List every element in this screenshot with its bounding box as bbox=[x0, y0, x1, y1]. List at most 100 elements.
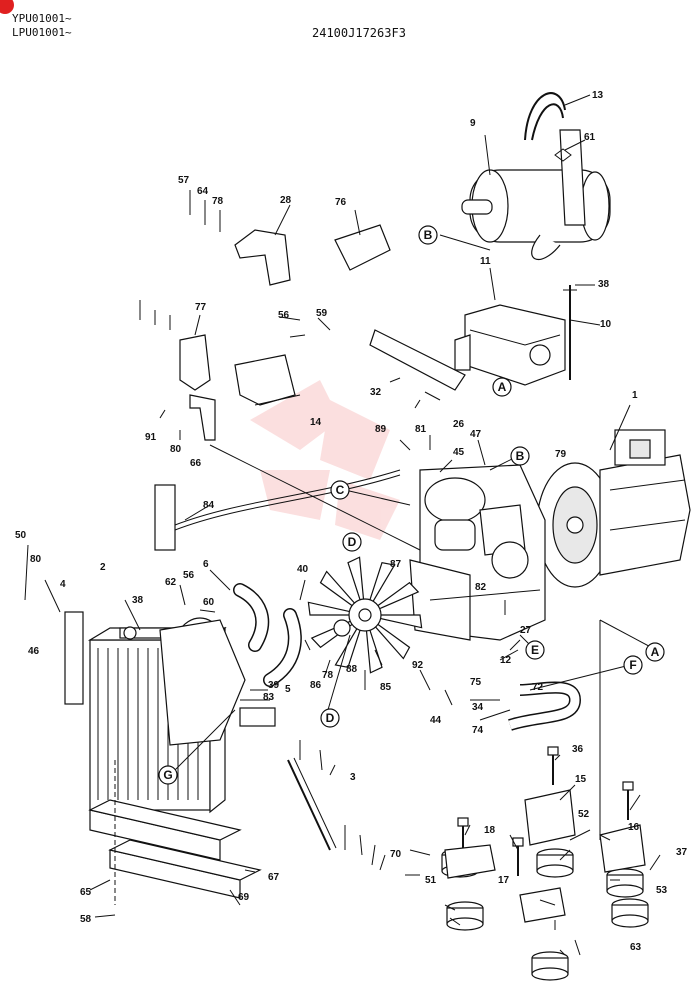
part-label-32: 32 bbox=[370, 387, 382, 398]
plate-32 bbox=[369, 329, 466, 391]
part-label-78: 78 bbox=[212, 196, 224, 207]
part-label-75: 75 bbox=[470, 677, 482, 688]
serial-range-1: YPU01001~ bbox=[12, 12, 72, 25]
part-label-28: 28 bbox=[280, 195, 292, 206]
radiator bbox=[87, 626, 227, 814]
hydraulic-pump bbox=[536, 429, 691, 588]
part-label-83: 83 bbox=[263, 692, 275, 703]
callout-a: A bbox=[645, 642, 665, 662]
part-label-2: 2 bbox=[100, 562, 106, 573]
svg-text:B: B bbox=[516, 449, 525, 463]
engine-block bbox=[409, 464, 546, 641]
part-label-3: 3 bbox=[350, 772, 356, 783]
part-label-4: 4 bbox=[60, 579, 66, 590]
part-label-53: 53 bbox=[656, 885, 668, 896]
part-label-18: 18 bbox=[484, 825, 496, 836]
part-label-13: 13 bbox=[592, 90, 604, 101]
callout-a: A bbox=[492, 377, 512, 397]
part-label-17: 17 bbox=[498, 875, 510, 886]
part-label-38: 38 bbox=[598, 279, 610, 290]
radiator-hoses bbox=[233, 583, 582, 731]
bracket-28 bbox=[234, 229, 291, 286]
part-label-5: 5 bbox=[285, 684, 291, 695]
part-label-50: 50 bbox=[15, 530, 27, 541]
part-label-88: 88 bbox=[346, 664, 358, 675]
part-label-92: 92 bbox=[412, 660, 424, 671]
part-label-80: 80 bbox=[170, 444, 182, 455]
part-label-82: 82 bbox=[475, 582, 487, 593]
part-label-12: 12 bbox=[500, 655, 512, 666]
part-label-65: 65 bbox=[80, 887, 92, 898]
drawing-number: 24100J17263F3 bbox=[312, 26, 406, 40]
part-label-37: 37 bbox=[676, 847, 688, 858]
part-label-60: 60 bbox=[203, 597, 215, 608]
svg-text:F: F bbox=[629, 658, 636, 672]
callout-b: B bbox=[418, 225, 438, 245]
svg-text:A: A bbox=[651, 645, 660, 659]
part-label-89: 89 bbox=[375, 424, 387, 435]
part-label-47: 47 bbox=[470, 429, 482, 440]
svg-text:D: D bbox=[326, 711, 335, 725]
part-label-91: 91 bbox=[145, 432, 157, 443]
part-label-86: 86 bbox=[310, 680, 322, 691]
part-label-52: 52 bbox=[578, 809, 590, 820]
svg-text:D: D bbox=[348, 535, 357, 549]
callout-b: B bbox=[510, 446, 530, 466]
muffler-bracket bbox=[454, 304, 566, 386]
oil-line bbox=[174, 469, 401, 526]
svg-text:E: E bbox=[531, 643, 539, 657]
part-label-9: 9 bbox=[470, 118, 476, 129]
support-post bbox=[64, 611, 84, 705]
callout-g: G bbox=[158, 765, 178, 785]
reference-lines bbox=[169, 234, 661, 840]
part-label-76: 76 bbox=[335, 197, 347, 208]
svg-text:B: B bbox=[424, 228, 433, 242]
stay-rod bbox=[287, 759, 331, 851]
muffler-assembly bbox=[461, 92, 611, 380]
part-label-38: 38 bbox=[132, 595, 144, 606]
part-label-57: 57 bbox=[178, 175, 190, 186]
part-label-56: 56 bbox=[278, 310, 290, 321]
callout-c: C bbox=[330, 480, 350, 500]
part-label-64: 64 bbox=[197, 186, 209, 197]
part-label-10: 10 bbox=[600, 319, 612, 330]
part-label-59: 59 bbox=[316, 308, 328, 319]
part-label-69: 69 bbox=[238, 892, 250, 903]
callout-d: D bbox=[342, 532, 362, 552]
cooling-fan bbox=[307, 556, 423, 674]
part-label-70: 70 bbox=[390, 849, 402, 860]
part-label-66: 66 bbox=[190, 458, 202, 469]
part-label-15: 15 bbox=[575, 774, 587, 785]
part-label-81: 81 bbox=[415, 424, 427, 435]
watermark-logo bbox=[250, 380, 400, 540]
part-label-80: 80 bbox=[30, 554, 42, 565]
part-label-78: 78 bbox=[322, 670, 334, 681]
part-label-39: 39 bbox=[268, 680, 280, 691]
part-label-46: 46 bbox=[28, 646, 40, 657]
fan-shroud bbox=[159, 617, 276, 746]
leader-lines bbox=[24, 94, 661, 956]
serial-range-2: LPU01001~ bbox=[12, 26, 72, 39]
part-label-61: 61 bbox=[584, 132, 596, 143]
part-label-85: 85 bbox=[380, 682, 392, 693]
engine-mounts bbox=[441, 746, 649, 981]
part-label-14: 14 bbox=[310, 417, 322, 428]
part-label-1: 1 bbox=[632, 390, 638, 401]
part-label-79: 79 bbox=[555, 449, 567, 460]
part-label-51: 51 bbox=[425, 875, 437, 886]
bracket-14 bbox=[234, 354, 296, 406]
part-label-67: 67 bbox=[268, 872, 280, 883]
corner-badge bbox=[0, 0, 14, 14]
part-label-74: 74 bbox=[472, 725, 484, 736]
part-label-87: 87 bbox=[390, 559, 402, 570]
part-label-16: 16 bbox=[628, 822, 640, 833]
part-label-84: 84 bbox=[203, 500, 215, 511]
part-label-72: 72 bbox=[532, 682, 544, 693]
part-label-11: 11 bbox=[480, 256, 491, 267]
part-label-40: 40 bbox=[297, 564, 309, 575]
callout-f: F bbox=[623, 655, 643, 675]
cover-76 bbox=[334, 224, 391, 271]
part-label-45: 45 bbox=[453, 447, 465, 458]
